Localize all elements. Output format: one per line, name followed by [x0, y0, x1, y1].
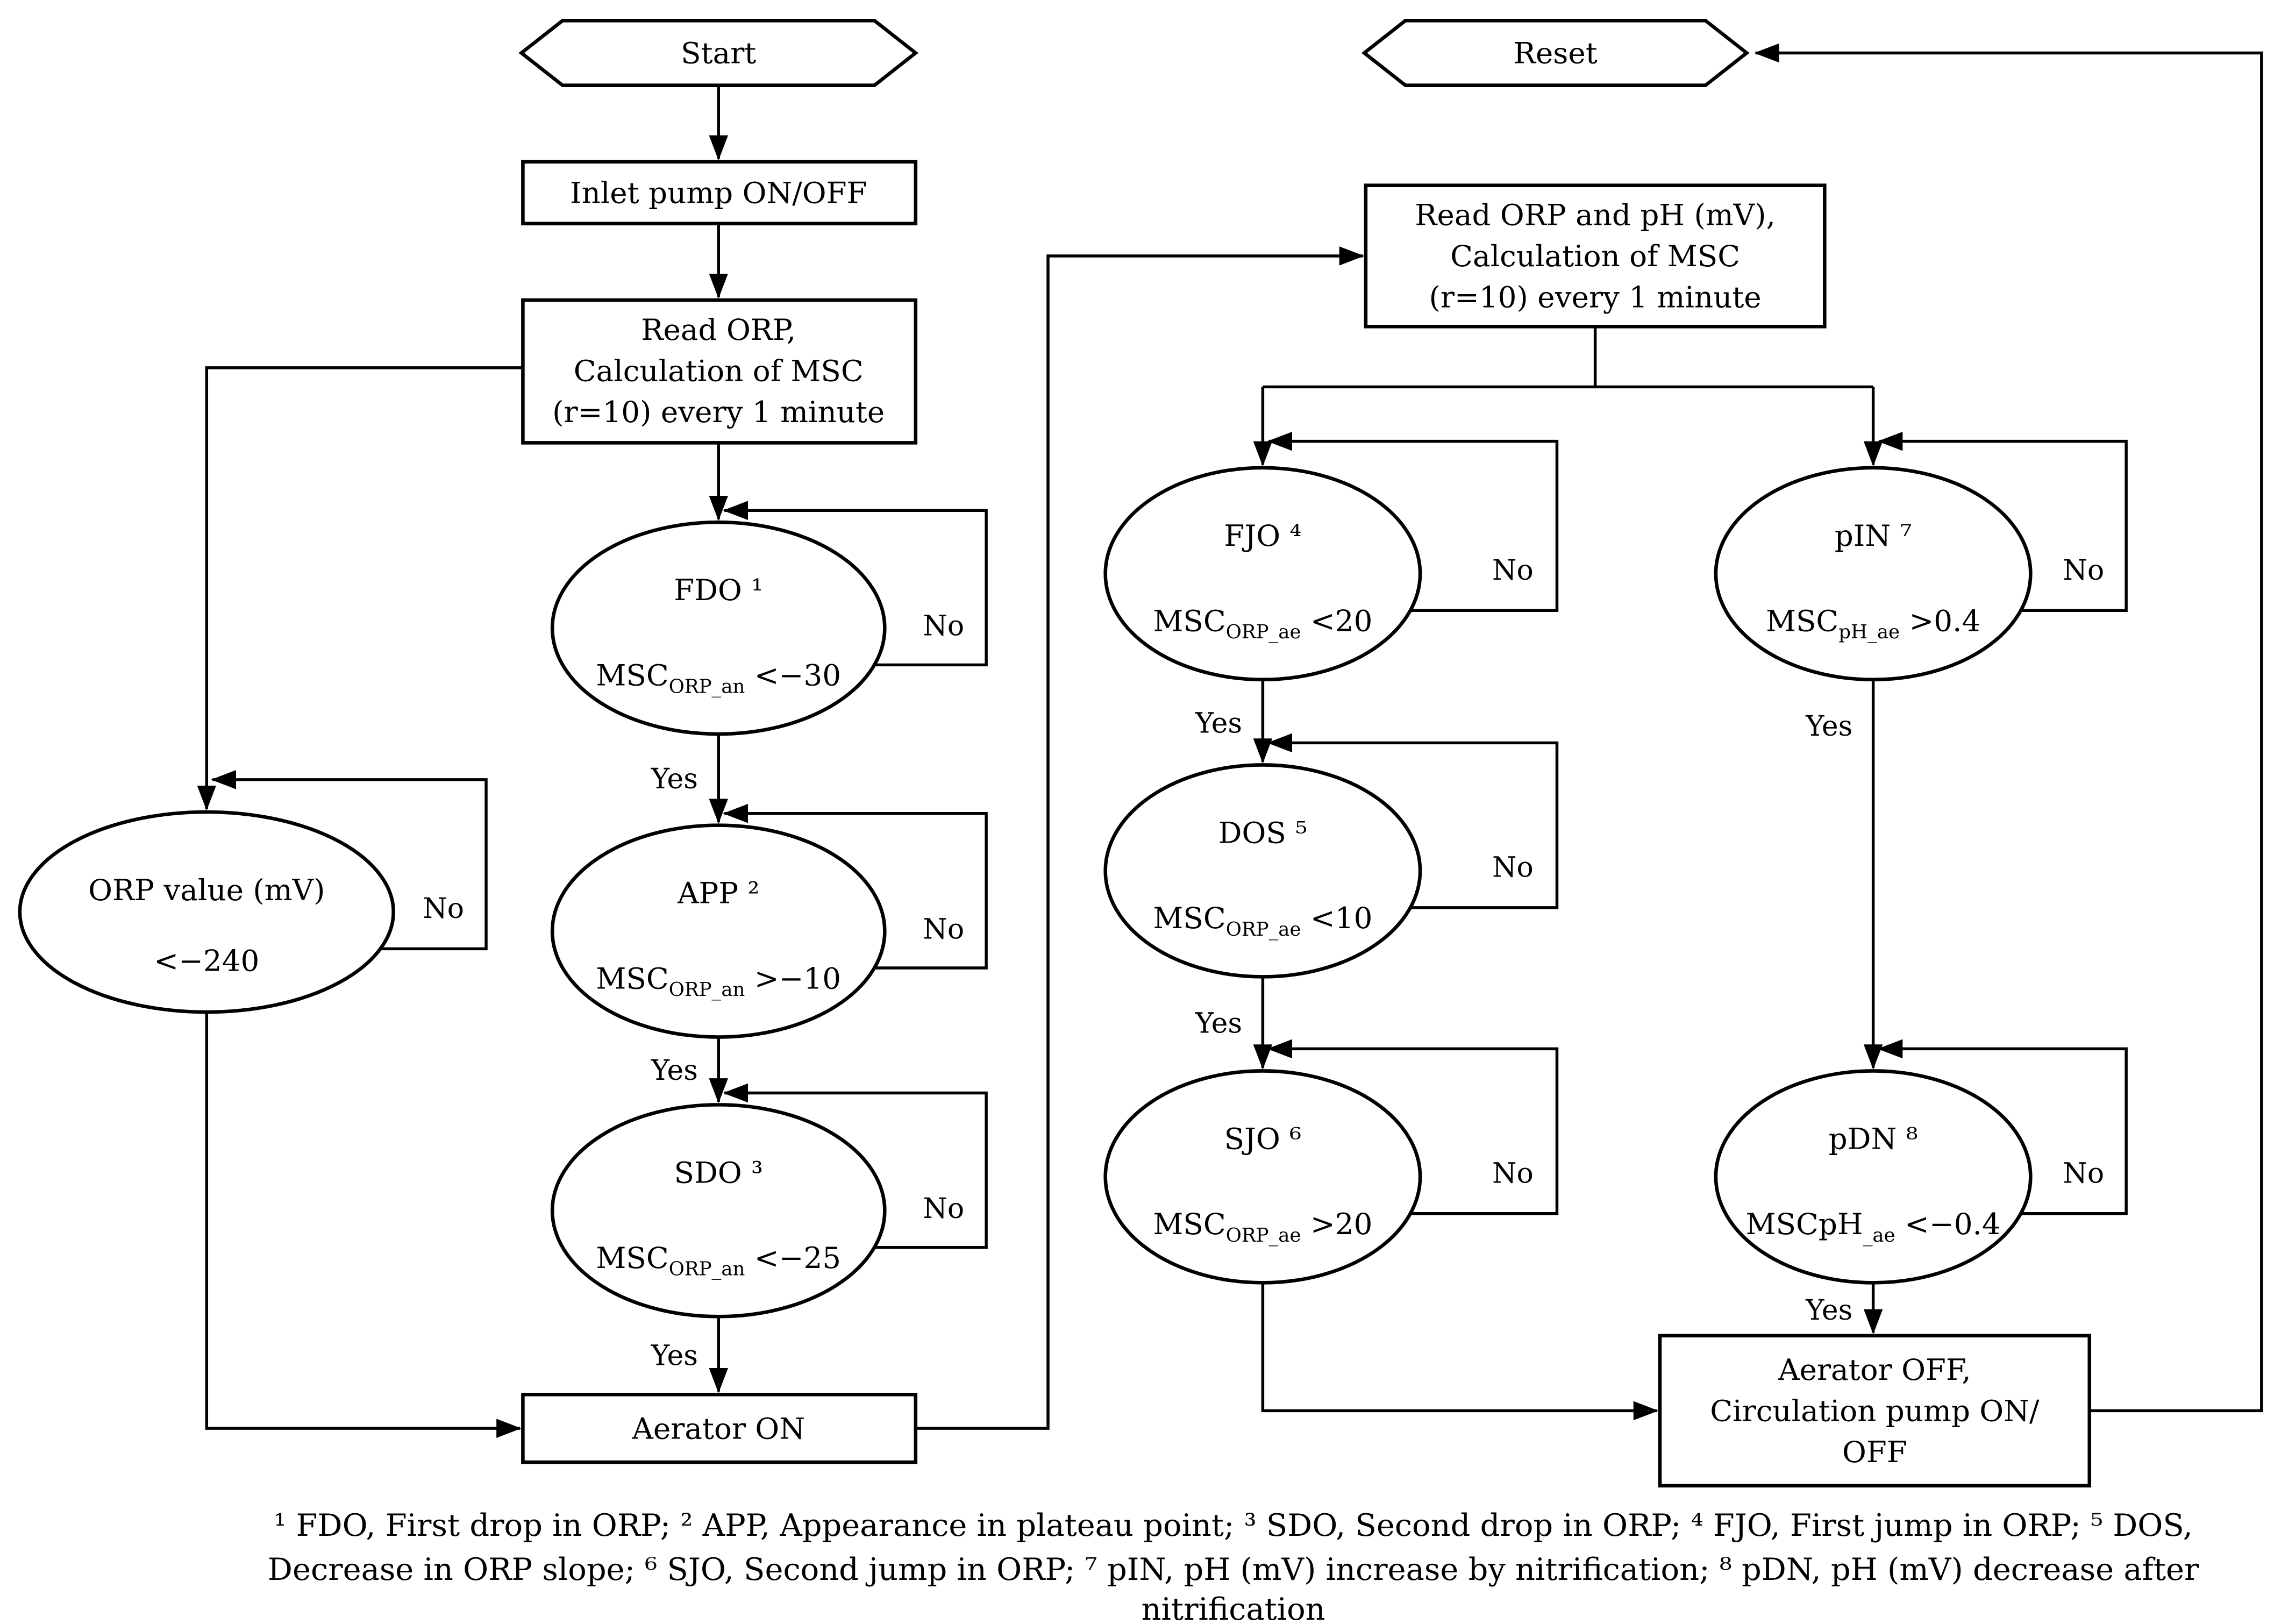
sjo-title: SJO ⁶	[1224, 1121, 1302, 1156]
orp-value-decision	[18, 810, 395, 1014]
fdo-condition: MSCORP_an <−30	[596, 658, 841, 698]
edge-aerator-on-to-read-orp-ph	[915, 246, 1365, 1430]
inlet-pump-label: Inlet pump ON/OFF	[570, 176, 867, 210]
sjo-decision	[1103, 1069, 1422, 1285]
reset-terminal	[1361, 19, 1750, 87]
read-orp-ph-line1: Read ORP and pH (mV),	[1415, 198, 1776, 232]
edges	[197, 43, 2263, 1438]
sdo-title: SDO ³	[674, 1155, 763, 1189]
fdo-decision	[550, 520, 887, 736]
read-orp-ph-process	[1364, 183, 1827, 329]
pin-no-label: No	[2063, 554, 2104, 587]
read-orp-ph-line3: (r=10) every 1 minute	[1429, 280, 1762, 315]
fjo-condition: MSCORP_ae <20	[1153, 604, 1372, 644]
read-orp-line2: Calculation of MSC	[574, 353, 864, 388]
pin-yes-label: Yes	[1805, 710, 1852, 743]
app-decision	[550, 823, 887, 1039]
fjo-yes-label: Yes	[1195, 707, 1242, 739]
sdo-decision	[550, 1103, 887, 1319]
edge-fdo-no-loop	[723, 501, 988, 667]
app-condition: MSCORP_an >−10	[596, 961, 841, 1001]
branch-labels: No Yes No Yes No Yes No No Yes No Yes No…	[423, 554, 2104, 1372]
start-label: Start	[681, 36, 756, 70]
edge-orp-value-to-aerator-on	[205, 1012, 522, 1438]
read-orp-ph-line2: Calculation of MSC	[1450, 239, 1740, 273]
edge-fjo-no-loop	[1267, 431, 1559, 612]
fdo-title: FDO ¹	[674, 573, 763, 607]
footnote-line3: nitrification	[1142, 1591, 1325, 1624]
sjo-condition: MSCORP_ae >20	[1153, 1207, 1372, 1247]
dos-condition: MSCORP_ae <10	[1153, 901, 1372, 941]
edge-sjo-no-loop	[1267, 1039, 1559, 1215]
sdo-yes-label: Yes	[651, 1340, 698, 1372]
app-title: APP ²	[677, 876, 759, 910]
pdn-decision	[1714, 1069, 2033, 1285]
edge-sdo-no-loop	[723, 1083, 988, 1249]
pdn-no-label: No	[2063, 1157, 2104, 1189]
edge-orp-value-no-loop	[211, 770, 488, 951]
orp-value-no-label: No	[423, 893, 464, 925]
footnote-line1: ¹ FDO, First drop in ORP; ² APP, Appeara…	[274, 1507, 2193, 1543]
edge-app-no-loop	[723, 803, 988, 970]
fjo-no-label: No	[1492, 554, 1534, 587]
dos-decision	[1103, 763, 1422, 979]
pin-title: pIN ⁷	[1835, 518, 1912, 553]
edge-read-orp-to-orp-value	[197, 366, 523, 811]
aerator-on-process	[521, 1392, 918, 1464]
inlet-pump-process	[521, 160, 918, 226]
pin-decision	[1714, 466, 2033, 682]
aerator-off-process	[1658, 1334, 2092, 1488]
pin-condition: MSCpH_ae >0.4	[1766, 604, 1980, 644]
edge-pdn-no-loop	[1877, 1039, 2128, 1215]
read-orp-process	[521, 298, 918, 445]
footnote: ¹ FDO, First drop in ORP; ² APP, Appeara…	[268, 1507, 2199, 1624]
fjo-decision	[1103, 466, 1422, 682]
orp-value-line2: <−240	[154, 943, 259, 978]
sjo-no-label: No	[1492, 1157, 1534, 1189]
app-no-label: No	[923, 913, 964, 945]
footnote-line2: Decrease in ORP slope; ⁶ SJO, Second jum…	[268, 1551, 2199, 1587]
app-yes-label: Yes	[651, 1055, 698, 1087]
dos-yes-label: Yes	[1195, 1007, 1242, 1039]
edge-sjo-to-aerator-off	[1261, 1283, 1659, 1421]
edge-dos-no-loop	[1267, 733, 1559, 909]
edge-aerator-off-to-reset	[1754, 43, 2263, 1413]
aerator-off-line3: OFF	[1842, 1435, 1907, 1469]
edge-pin-no-loop	[1877, 431, 2128, 612]
pdn-condition: MSCpH_ae <−0.4	[1746, 1207, 2001, 1247]
read-orp-line3: (r=10) every 1 minute	[552, 395, 885, 429]
dos-title: DOS ⁵	[1218, 815, 1308, 850]
fdo-yes-label: Yes	[651, 763, 698, 795]
pdn-yes-label: Yes	[1805, 1294, 1852, 1327]
pdn-title: pDN ⁸	[1829, 1121, 1918, 1156]
fdo-no-label: No	[923, 610, 964, 643]
aerator-on-label: Aerator ON	[631, 1411, 805, 1445]
fjo-title: FJO ⁴	[1224, 518, 1301, 553]
start-terminal	[518, 19, 919, 87]
read-orp-line1: Read ORP,	[641, 312, 796, 347]
reset-label: Reset	[1514, 36, 1598, 70]
sdo-no-label: No	[923, 1193, 964, 1225]
aerator-off-line1: Aerator OFF,	[1778, 1352, 1971, 1387]
sdo-condition: MSCORP_an <−25	[596, 1241, 841, 1280]
nodes: Start Reset Inlet pump ON/OFF Read ORP, …	[18, 19, 2092, 1488]
dos-no-label: No	[1492, 851, 1534, 884]
orp-value-line1: ORP value (mV)	[88, 873, 325, 907]
aerator-off-line2: Circulation pump ON/	[1710, 1394, 2040, 1428]
